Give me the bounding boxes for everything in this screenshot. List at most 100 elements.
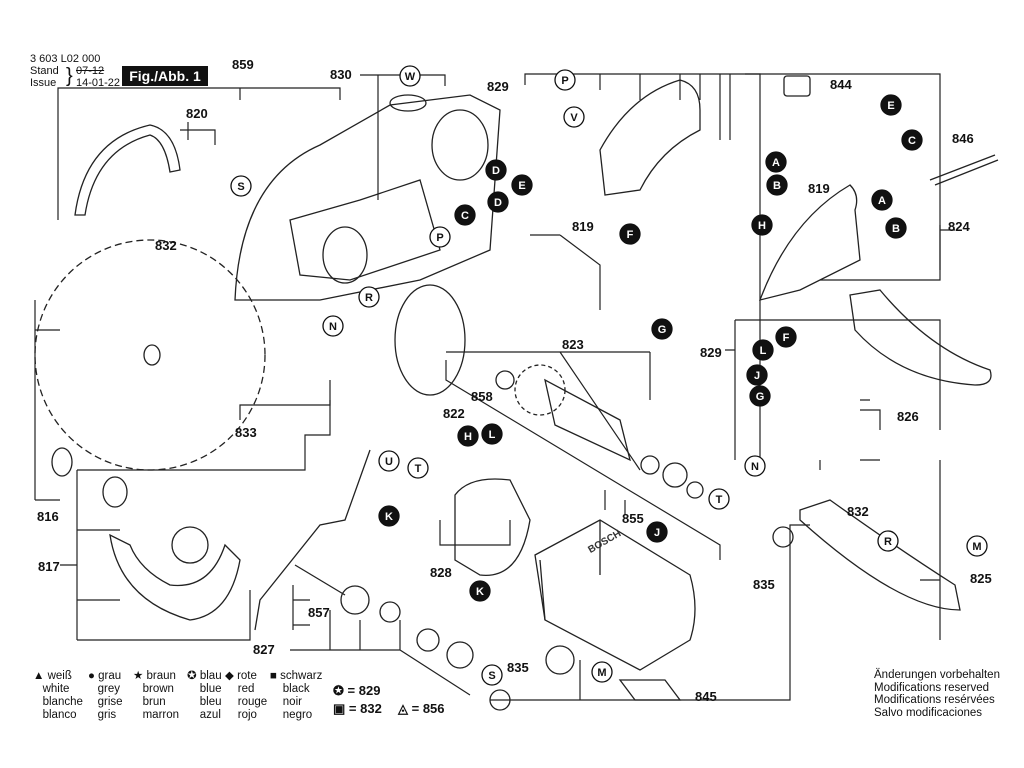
part-835: 835 xyxy=(507,660,529,675)
callout-f: F xyxy=(627,229,634,241)
guard-hub xyxy=(171,526,209,564)
housing-gear xyxy=(431,109,489,181)
callout-j: J xyxy=(754,370,760,382)
part-829: 829 xyxy=(487,79,509,94)
motor-ring xyxy=(394,284,466,396)
label-845 xyxy=(618,679,682,701)
part-858: 858 xyxy=(471,389,493,404)
callout-p: P xyxy=(436,232,443,244)
gear-wheel xyxy=(446,641,474,669)
callout-m-circle xyxy=(966,535,988,557)
callout-n-circle xyxy=(322,315,344,337)
bracket-819b xyxy=(530,234,601,310)
part-827: 827 xyxy=(253,642,275,657)
issue-value: 14-01-22 xyxy=(76,77,121,89)
housing-inner xyxy=(289,179,441,281)
callout-a-circle xyxy=(765,151,787,173)
bracket-825 xyxy=(920,460,941,640)
part-846: 846 xyxy=(952,131,974,146)
callout-s: S xyxy=(237,181,244,193)
part-832: 832 xyxy=(155,238,177,253)
callout-r: R xyxy=(365,292,373,304)
callout-m: M xyxy=(972,541,981,553)
callout-r-circle xyxy=(877,530,899,552)
callout-g-circle xyxy=(749,385,771,407)
kit-829: ✪ = 829 xyxy=(333,683,381,698)
brush-cap xyxy=(489,689,511,711)
callout-f-circle xyxy=(619,223,641,245)
callout-l: L xyxy=(760,345,767,357)
housing-port xyxy=(322,226,368,284)
notice-fr: Modifications resérvées xyxy=(874,694,995,706)
part-822: 822 xyxy=(443,406,465,421)
part-number-labels: 859 830 829 820 844 846 832 819 819 824 … xyxy=(37,57,992,704)
callout-g: G xyxy=(756,391,765,403)
callout-m-circle xyxy=(591,661,613,683)
guard-lever xyxy=(254,449,371,631)
square-circle-icon: ▣ xyxy=(333,701,346,716)
part-825: 825 xyxy=(970,571,992,586)
callout-k: K xyxy=(385,511,393,523)
callout-p-circle xyxy=(429,226,451,248)
part-844: 844 xyxy=(830,77,852,92)
callout-l-circle xyxy=(752,339,774,361)
handle-grip-main xyxy=(758,184,861,301)
callout-s-circle xyxy=(230,175,252,197)
part-845: 845 xyxy=(695,689,717,704)
callout-j-circle xyxy=(746,364,768,386)
part-819: 819 xyxy=(572,219,594,234)
callout-c: C xyxy=(908,135,916,147)
callout-j-circle xyxy=(646,521,668,543)
callout-n: N xyxy=(751,461,759,473)
callout-t: T xyxy=(415,463,422,475)
callout-u: U xyxy=(385,456,393,468)
callout-b-circle xyxy=(766,174,788,196)
callout-k-circle xyxy=(378,505,400,527)
callout-j: J xyxy=(654,527,660,539)
callout-e-circle xyxy=(511,174,533,196)
callout-a: A xyxy=(878,195,886,207)
callout-s: S xyxy=(488,670,495,682)
brush-holder xyxy=(545,645,575,675)
part-826: 826 xyxy=(897,409,919,424)
diamond-icon: ◆ xyxy=(225,670,234,682)
bracket-829b xyxy=(725,319,941,460)
callout-h-circle xyxy=(751,214,773,236)
legend-black: ■ schwarz black noir negro xyxy=(270,670,323,721)
handle-lower xyxy=(849,289,992,386)
document-number: 3 603 L02 000 xyxy=(30,53,101,65)
star-circle-icon: ✪ xyxy=(333,683,344,698)
stand-label: Stand xyxy=(30,65,59,77)
flange-bearing xyxy=(340,585,370,615)
callout-l-circle xyxy=(481,423,503,445)
power-cord xyxy=(929,154,999,186)
spindle xyxy=(294,564,346,596)
callout-n: N xyxy=(329,321,337,333)
bracket-844 xyxy=(745,73,955,281)
notice-en: Modifications reserved xyxy=(874,681,990,694)
armature xyxy=(544,378,631,462)
stand-value: 07-12 xyxy=(76,65,105,77)
callout-n-circle xyxy=(744,455,766,477)
part-829: 829 xyxy=(700,345,722,360)
base-handle xyxy=(799,499,961,611)
callout-e: E xyxy=(887,100,894,112)
legend-white: ▲ weiß white blanche blanco xyxy=(33,670,83,721)
callout-w-circle xyxy=(399,65,421,87)
callout-h: H xyxy=(464,431,472,443)
callout-e-circle xyxy=(880,94,902,116)
bracket-826 xyxy=(860,399,881,430)
snap-ring xyxy=(416,628,440,652)
triangle-circle-icon: ◬ xyxy=(398,701,408,716)
part-830: 830 xyxy=(330,67,352,82)
callout-r: R xyxy=(884,536,892,548)
flange-816 xyxy=(51,447,73,477)
callout-s-circle xyxy=(481,664,503,686)
bracket-822 xyxy=(445,360,721,560)
callout-d: D xyxy=(492,165,500,177)
callout-c: C xyxy=(461,210,469,222)
notice-es: Salvo modificaciones xyxy=(874,706,983,719)
callout-v-circle xyxy=(563,106,585,128)
